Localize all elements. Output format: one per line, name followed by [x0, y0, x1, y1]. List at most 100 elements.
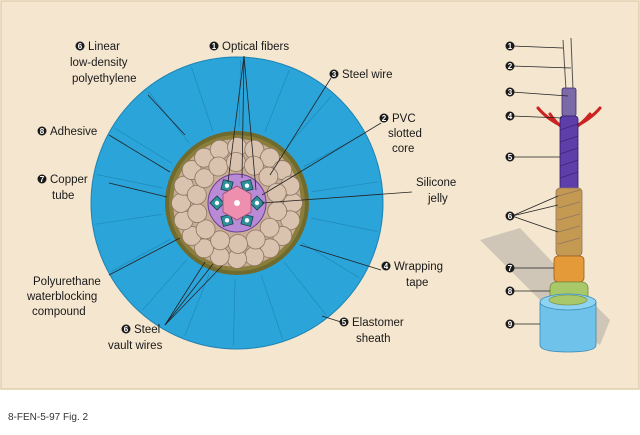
side-marker-dot	[505, 61, 515, 71]
steel-wire-strand	[194, 168, 215, 189]
side-marker-number: 5	[508, 153, 513, 162]
side-marker-dot	[505, 111, 515, 121]
steel-wire-section	[555, 187, 583, 257]
side-marker-line	[511, 204, 559, 217]
jacket-radial-line	[312, 181, 379, 193]
fiber-strand	[562, 39, 567, 91]
steel-wire-strand	[244, 246, 265, 267]
label-optical-fibers: 1 Optical fibers	[209, 41, 289, 53]
leader-line	[147, 94, 186, 136]
side-marker-number: 8	[508, 287, 513, 296]
leader-line	[261, 191, 413, 204]
cable-side-view	[480, 37, 610, 353]
side-marker-number: 3	[508, 88, 513, 97]
copper-band	[553, 255, 585, 283]
label-dot	[379, 113, 389, 123]
label-number: 6	[78, 42, 83, 51]
label-steel-vault-wires: 6 Steel vault wires	[108, 324, 163, 352]
jacket-radial-line	[264, 69, 290, 133]
side-marker-line	[511, 91, 569, 97]
label-number: 3	[332, 70, 337, 79]
jacket-radial-line	[260, 274, 283, 339]
inner-tube	[561, 87, 577, 117]
label-text: tape	[406, 277, 428, 289]
side-marker: 1	[505, 41, 564, 51]
label-text: Steel	[134, 324, 160, 336]
leader-line	[261, 122, 382, 196]
side-marker-dot	[505, 319, 515, 329]
side-marker: 4	[505, 111, 563, 121]
label-polyurethane-compound: Polyurethane waterblocking compound	[26, 276, 101, 318]
side-marker-dot	[505, 263, 515, 273]
optical-fiber	[254, 200, 260, 206]
jacket-radial-line	[311, 217, 378, 232]
jacket-radial-line	[111, 239, 171, 272]
jacket-radial-line	[287, 95, 332, 147]
label-number: 7	[40, 175, 45, 184]
label-text: Wrapping	[394, 261, 443, 273]
label-dot	[37, 174, 47, 184]
label-text: core	[392, 143, 414, 155]
wire-strand	[557, 213, 581, 221]
label-text: Polyurethane	[33, 276, 101, 288]
jacket-radial-line	[96, 174, 163, 189]
jacket-radial-line	[95, 213, 162, 225]
label-text: Linear	[88, 41, 120, 53]
steel-wire-strand	[210, 230, 231, 251]
side-marker: 2	[505, 61, 572, 71]
outer-jacket-section	[539, 301, 597, 353]
optical-fiber	[244, 183, 250, 188]
side-marker-dot	[505, 41, 515, 51]
fiber-strand	[570, 37, 574, 91]
jacket-radial-line	[142, 259, 187, 311]
label-wrapping-tape: 4 Wrapping tape	[381, 261, 443, 289]
side-marker: 7	[505, 263, 554, 273]
leader-line	[299, 244, 382, 271]
side-marker-number: 9	[508, 320, 513, 329]
side-marker-line	[511, 215, 559, 233]
label-dot	[75, 41, 85, 51]
label-dot	[121, 324, 131, 334]
label-adhesive: 8 Adhesive	[37, 126, 97, 138]
optical-fiber	[214, 200, 220, 206]
label-dot	[329, 69, 339, 79]
side-marker-line	[511, 65, 572, 69]
label-text: Steel wire	[342, 69, 393, 81]
steel-wire-strand	[228, 234, 248, 254]
steel-wire-strand	[267, 201, 288, 222]
label-number: 5	[342, 318, 347, 327]
steel-wire-strand	[259, 217, 280, 238]
steel-wire-strand	[208, 156, 229, 177]
wire-strands	[557, 189, 581, 245]
side-marker-number: 7	[508, 264, 513, 273]
label-pvc-slotted-core: 2 PVC slotted core	[379, 113, 422, 155]
side-marker-dot	[505, 211, 515, 221]
label-text: sheath	[356, 333, 391, 345]
core-stripe	[559, 171, 579, 179]
label-text: vault wires	[108, 340, 163, 352]
side-marker-number: 6	[508, 212, 513, 221]
side-marker-number: 1	[508, 42, 513, 51]
jacket-radial-line	[238, 60, 241, 128]
label-linear-low-density-polyethylene: 6 Linear low-density polyethylene	[70, 41, 137, 85]
steel-wire-strand	[258, 166, 279, 187]
label-number: 1	[212, 42, 217, 51]
leader-line	[321, 315, 342, 323]
center-member-dot	[234, 200, 240, 206]
wire-strand	[557, 225, 581, 233]
core-stripe	[559, 135, 579, 143]
steel-wire-strand	[260, 238, 280, 259]
side-marker-dot	[505, 286, 515, 296]
jacket-radial-line	[284, 262, 327, 316]
jacket-radial-line	[233, 278, 236, 346]
side-marker-line	[511, 195, 559, 217]
steel-wire-strand	[195, 219, 216, 240]
side-marker-dot	[505, 152, 515, 162]
side-marker-number: 4	[508, 112, 513, 121]
core-stripe	[559, 147, 579, 155]
label-text: PVC	[392, 113, 416, 125]
optical-fibers-group	[214, 183, 260, 223]
label-dot	[339, 317, 349, 327]
label-number: 6	[124, 325, 129, 334]
